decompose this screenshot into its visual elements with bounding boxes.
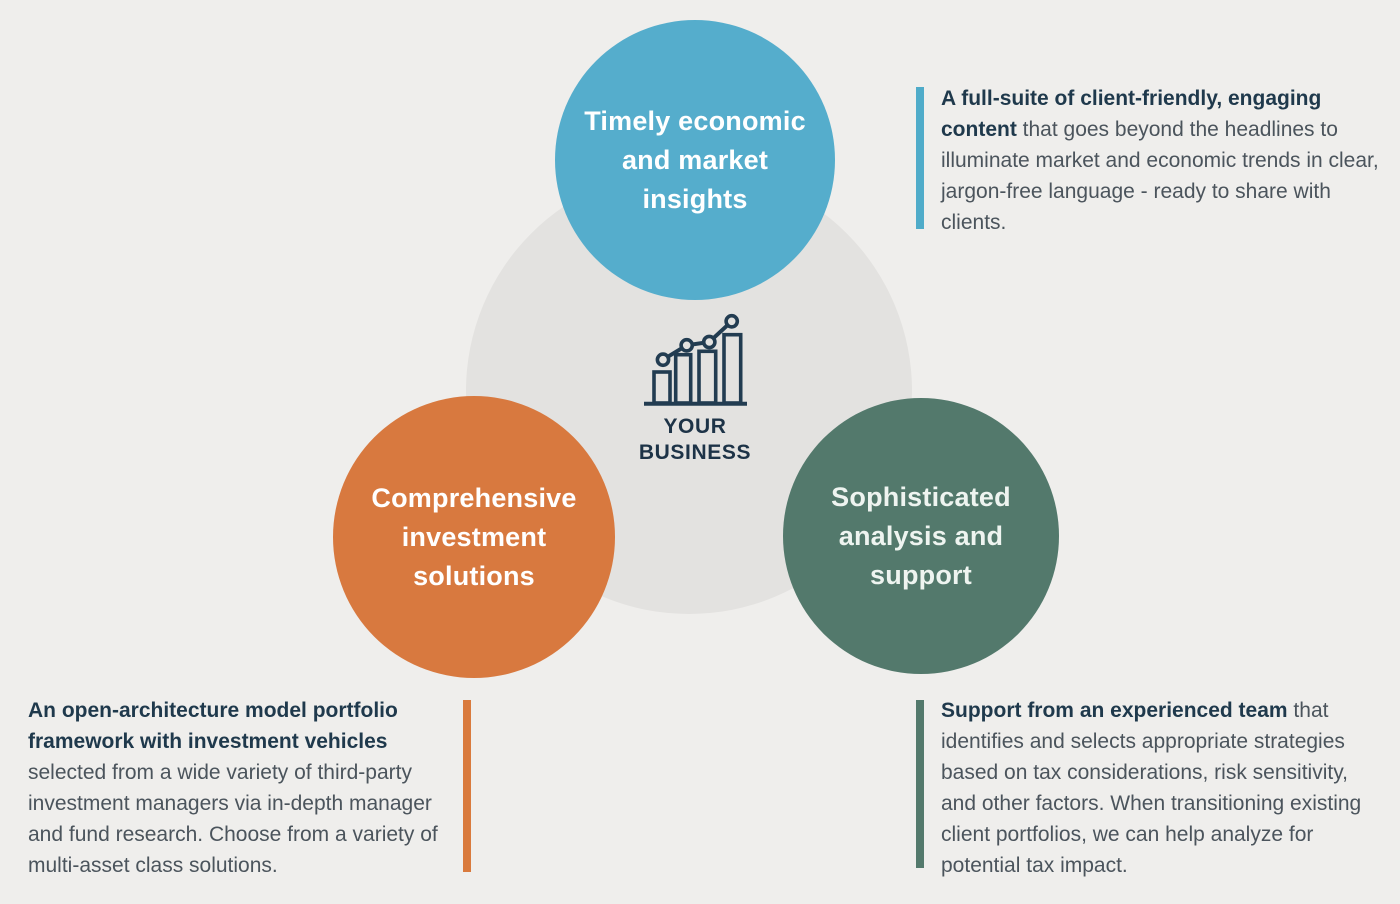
bubble-label-line: Timely economic bbox=[584, 105, 806, 136]
bubble-sophisticated-analysis-label: Sophisticated analysis and support bbox=[831, 478, 1011, 595]
callout-analysis-bold: Support from an experienced team bbox=[941, 699, 1288, 722]
center-label-line: YOUR bbox=[663, 415, 727, 438]
bubble-label-line: investment bbox=[401, 521, 547, 552]
bar-chart-trend-icon bbox=[575, 310, 815, 406]
callout-analysis-text: that identifies and selects appropriate … bbox=[941, 699, 1362, 877]
bubble-label-line: and market bbox=[621, 144, 769, 175]
bubble-timely-insights-label: Timely economic and market insights bbox=[584, 102, 806, 219]
bubble-label-line: Sophisticated bbox=[831, 481, 1011, 512]
bubble-comprehensive-solutions: Comprehensive investment solutions bbox=[333, 396, 615, 678]
bubble-label-line: solutions bbox=[413, 560, 535, 591]
bubble-label-line: support bbox=[870, 559, 972, 590]
bubble-label-line: insights bbox=[642, 183, 748, 214]
accent-bar-insights bbox=[916, 87, 924, 229]
bubble-timely-insights: Timely economic and market insights bbox=[555, 20, 835, 300]
bubble-label-line: Comprehensive bbox=[371, 482, 577, 513]
center-label: YOUR BUSINESS bbox=[575, 414, 815, 466]
centerpiece: YOUR BUSINESS bbox=[575, 310, 815, 466]
bubble-label-line: analysis and bbox=[838, 520, 1004, 551]
bubble-comprehensive-solutions-label: Comprehensive investment solutions bbox=[371, 479, 576, 596]
callout-insights-bold: A full-suite of client-friendly, engagin… bbox=[941, 87, 1322, 141]
accent-bar-analysis bbox=[916, 700, 924, 868]
accent-bar-solutions bbox=[463, 700, 471, 872]
callout-analysis: Support from an experienced team that id… bbox=[941, 695, 1377, 881]
bubble-sophisticated-analysis: Sophisticated analysis and support bbox=[783, 398, 1059, 674]
callout-insights-text: that goes beyond the headlines to illumi… bbox=[941, 118, 1379, 234]
callout-insights: A full-suite of client-friendly, engagin… bbox=[941, 83, 1381, 238]
callout-solutions-bold: An open-architecture model portfolio fra… bbox=[28, 699, 398, 753]
callout-solutions: An open-architecture model portfolio fra… bbox=[28, 695, 452, 881]
center-label-line: BUSINESS bbox=[638, 441, 752, 464]
callout-solutions-text: selected from a wide variety of third-pa… bbox=[28, 761, 438, 877]
